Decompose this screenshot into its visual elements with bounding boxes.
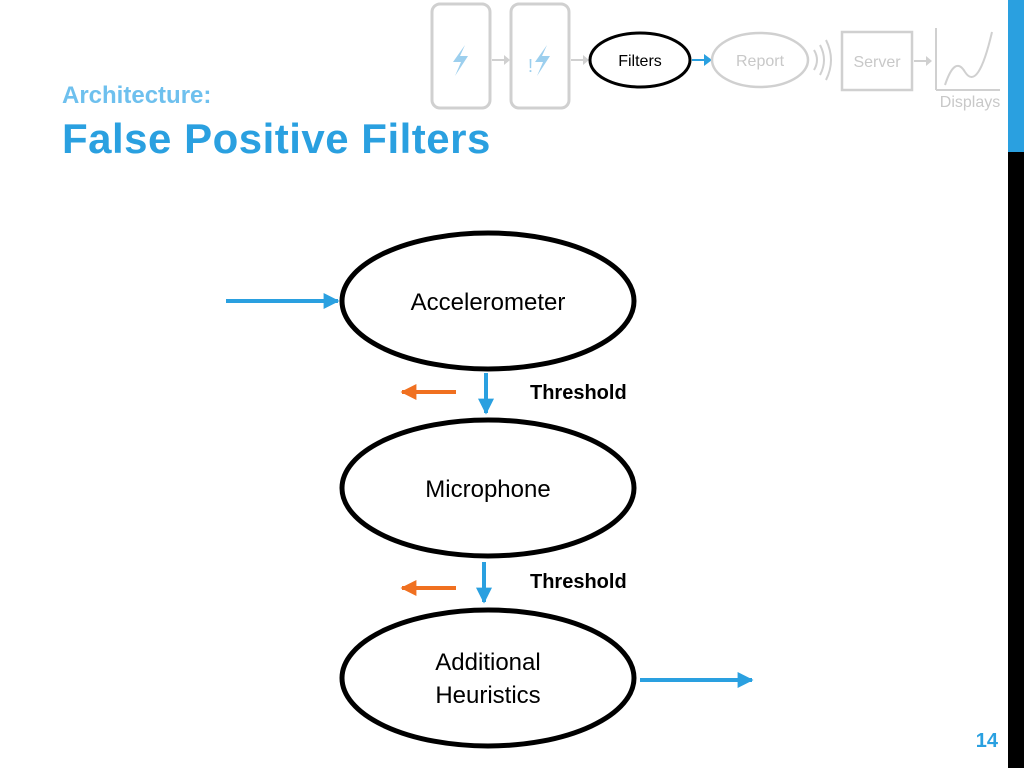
pipeline-stage-displays: Displays xyxy=(935,28,1000,111)
node-microphone-label: Microphone xyxy=(425,476,550,503)
pipeline-arrow-2 xyxy=(571,55,589,65)
pipeline-arrow-4 xyxy=(914,56,932,66)
node-microphone: Microphone xyxy=(339,417,637,559)
pipeline-arrow-1 xyxy=(492,55,510,65)
pipeline-stage-report: Report xyxy=(710,31,810,89)
node-accelerometer-label: Accelerometer xyxy=(411,289,566,316)
pipeline-stage-server: Server xyxy=(840,30,914,92)
pipeline-stage-displays-label: Displays xyxy=(940,94,1000,111)
lightning-icon xyxy=(535,45,550,76)
right-dark-bar xyxy=(1008,152,1024,768)
pipeline-arrow-3 xyxy=(692,54,712,66)
pipeline-stage-filters-label: Filters xyxy=(618,53,662,70)
node-accelerometer: Accelerometer xyxy=(339,230,637,372)
pipeline-breadcrumb: ! Filters Report Server Displays xyxy=(430,2,1000,111)
pipeline-phone-1 xyxy=(430,2,492,110)
node-additional-heuristics: Additional Heuristics xyxy=(339,607,637,749)
node-additional-heuristics-label-line-2: Heuristics xyxy=(435,682,540,709)
wireless-signal-icon xyxy=(813,39,832,81)
pipeline-stage-filters: Filters xyxy=(588,31,692,89)
pipeline-stage-report-label: Report xyxy=(736,53,785,70)
right-accent-bar xyxy=(1008,0,1024,152)
slide-number: 14 xyxy=(975,730,998,752)
alert-icon: ! xyxy=(528,56,533,76)
line-graph-icon xyxy=(944,31,993,86)
pipeline-phone-2: ! xyxy=(509,2,571,110)
page-title: False Positive Filters xyxy=(62,115,491,162)
node-additional-heuristics-label-line-1: Additional xyxy=(435,649,540,676)
pipeline-stage-server-label: Server xyxy=(853,54,901,71)
lightning-icon xyxy=(453,45,468,76)
section-eyebrow: Architecture: xyxy=(62,82,212,109)
edge-2-threshold-label: Threshold xyxy=(530,571,627,593)
edge-1-threshold-label: Threshold xyxy=(530,382,627,404)
